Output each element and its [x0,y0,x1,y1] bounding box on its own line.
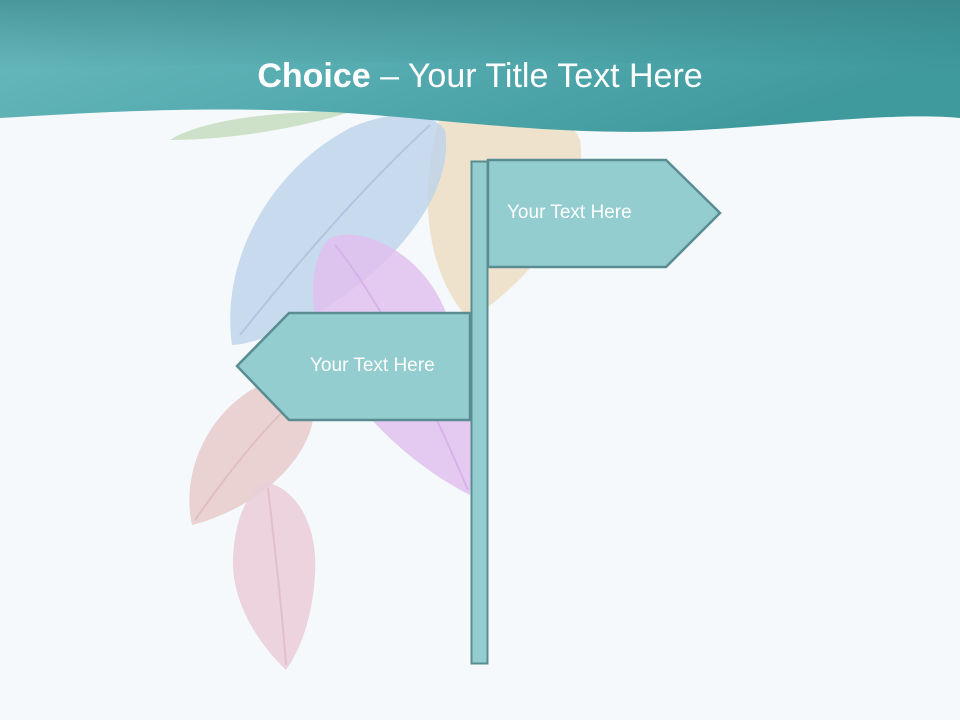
sign-right-text[interactable]: Your Text Here [507,202,632,223]
slide-title: Choice – Your Title Text Here [0,52,960,100]
sign-left-arrow [235,311,472,422]
blue-leaf [230,114,447,345]
pink-leaf [232,482,316,670]
sign-right-arrow [486,158,722,269]
green-leaf [170,111,350,140]
red-leaf [189,379,314,525]
title-bold: Choice [257,57,371,95]
signpost-pole [470,160,489,665]
leaves-illustration [170,111,582,670]
title-rest: – Your Title Text Here [370,57,703,95]
header-band [0,0,960,132]
sign-left-text[interactable]: Your Text Here [310,355,435,376]
